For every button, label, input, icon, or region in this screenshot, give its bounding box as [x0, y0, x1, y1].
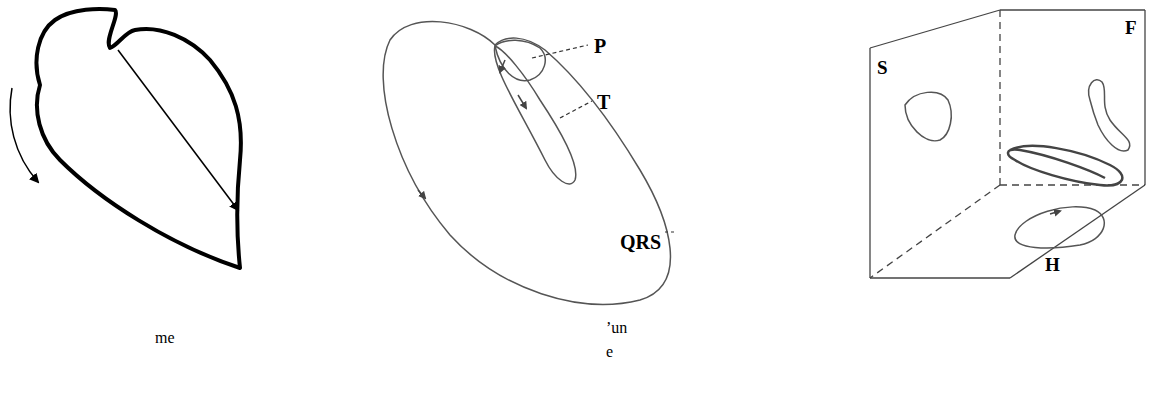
- qrs-leader: [665, 231, 676, 232]
- axis-vector: [118, 50, 238, 210]
- heart-outline: [36, 9, 240, 268]
- t-loop: [494, 46, 575, 184]
- p-loop: [495, 40, 545, 80]
- plane-label: F: [1125, 18, 1137, 37]
- caption-fragment: ’un: [606, 320, 627, 336]
- wave-label: P: [594, 36, 606, 56]
- t-arrow: [518, 95, 526, 108]
- wave-label: QRS: [620, 232, 661, 252]
- plane-label: H: [1045, 255, 1060, 274]
- spatial-loop: [1008, 146, 1122, 185]
- qrs-loop: [383, 21, 670, 304]
- caption-fragment: e: [606, 344, 613, 360]
- horizontal-loop: [1015, 207, 1104, 248]
- p-leader: [532, 45, 588, 58]
- frontal-loop: [1089, 80, 1130, 151]
- projection-box: [870, 10, 1145, 278]
- qrs-arrow: [418, 190, 425, 198]
- t-leader: [560, 101, 592, 118]
- caption-fragment: me: [155, 330, 175, 346]
- sagittal-loop: [905, 92, 951, 141]
- p-arrow: [500, 60, 505, 72]
- wave-label: T: [597, 92, 610, 112]
- rotation-arrow: [10, 88, 38, 182]
- plane-label: S: [877, 58, 888, 77]
- horizontal-arrow: [1050, 211, 1060, 214]
